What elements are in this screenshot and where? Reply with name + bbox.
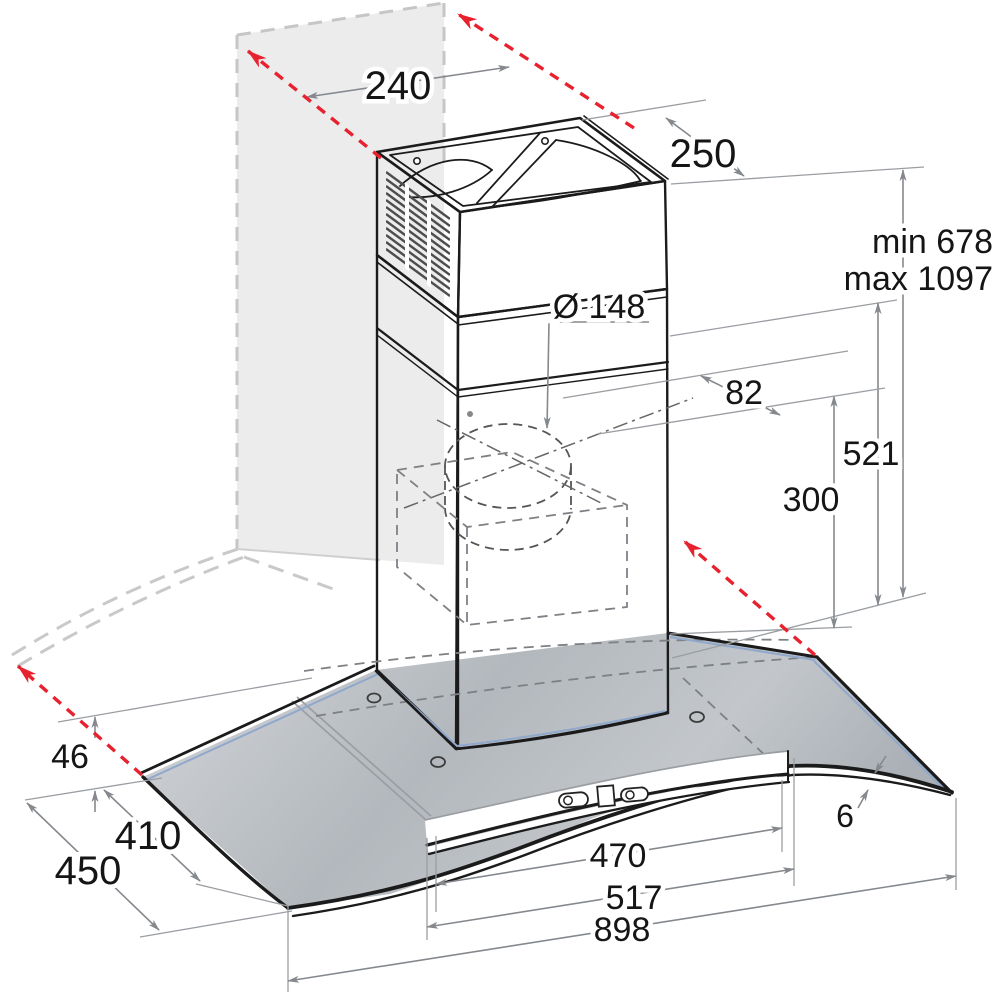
- duct-outlet-dashed: [403, 397, 694, 551]
- wall-extension-dashed-curves: [11, 547, 337, 668]
- dim-82-label: 82: [725, 374, 763, 412]
- mounting-arrows: [16, 12, 817, 777]
- dim-898-label: 898: [594, 911, 651, 949]
- dim-glass-rise: 46: [24, 677, 313, 812]
- control-panel: [558, 784, 649, 809]
- mounting-direction-arrow: [16, 664, 144, 777]
- dim-total-depth: 450: [26, 802, 293, 938]
- dim-250-label: 250: [670, 132, 737, 176]
- fan-outlet-unit: [375, 115, 669, 214]
- dim-min-height-label: min 678: [872, 223, 993, 261]
- dim-lower-height: 300: [669, 395, 853, 635]
- dim-duct-offset: 82: [562, 350, 886, 435]
- dim-height-range: min 678 max 1097: [671, 169, 998, 659]
- dim-470-label: 470: [590, 837, 647, 875]
- dimensions: 240 250 min 678 max 1097 521 300: [24, 60, 998, 992]
- glass-edges: [139, 631, 954, 918]
- dim-top-width: 240: [306, 60, 510, 113]
- wall-panel: [235, 1, 446, 565]
- light-hole: [430, 756, 446, 768]
- dim-240-label: 240: [365, 64, 432, 108]
- control-button: [558, 791, 589, 809]
- light-hole: [689, 711, 705, 723]
- dim-upper-height: 521: [669, 299, 904, 606]
- dim-300-label: 300: [783, 481, 840, 519]
- hidden-housing-box: [396, 451, 628, 626]
- mounting-direction-arrow: [682, 539, 817, 657]
- dim-148-label: Ø 148: [553, 288, 646, 326]
- dim-521-label: 521: [843, 435, 900, 473]
- dim-450-label: 450: [55, 849, 122, 893]
- dim-max-height-label: max 1097: [844, 260, 993, 298]
- light-hole: [366, 692, 382, 704]
- dim-total-width: 898: [287, 798, 957, 992]
- dim-duct-diameter: Ø 148: [543, 284, 650, 429]
- dim-6-label: 6: [836, 798, 854, 834]
- dim-46-label: 46: [51, 738, 89, 776]
- screw-hole: [540, 137, 549, 146]
- dim-410-label: 410: [115, 814, 182, 858]
- dim-top-depth: 250: [581, 99, 925, 185]
- glass-canopy: [143, 633, 952, 908]
- vent-grille: [386, 171, 450, 297]
- screw-hole: [412, 157, 421, 166]
- control-display: [596, 784, 616, 808]
